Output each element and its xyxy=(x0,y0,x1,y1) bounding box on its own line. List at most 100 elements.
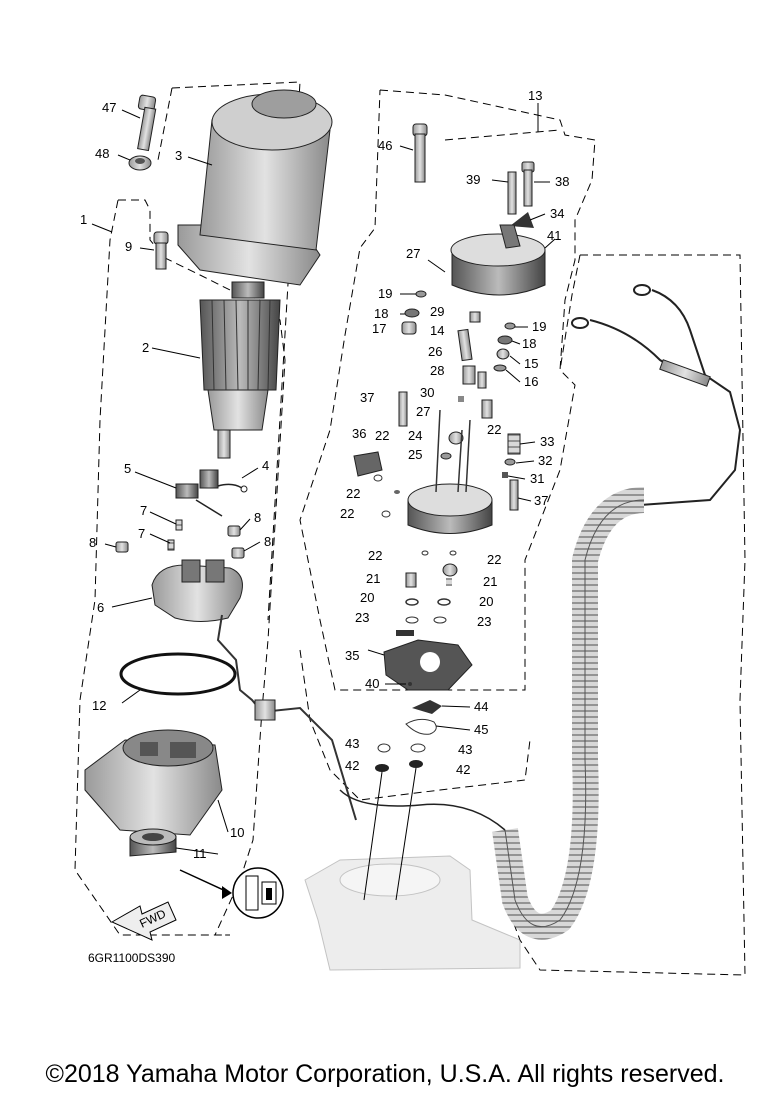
callout-25: 25 xyxy=(408,447,422,462)
callout-9: 9 xyxy=(125,239,132,254)
ball-40 xyxy=(408,682,412,686)
plate-45 xyxy=(405,718,437,735)
callout-12: 12 xyxy=(92,698,106,713)
callout-45: 45 xyxy=(474,722,488,737)
callout-27a: 27 xyxy=(406,246,420,261)
callout-40: 40 xyxy=(365,676,379,691)
motor-housing-3 xyxy=(177,89,333,286)
brush-holder-6 xyxy=(151,559,357,821)
callout-22e: 22 xyxy=(368,548,382,563)
callout-43b: 43 xyxy=(458,742,472,757)
callout-3: 3 xyxy=(175,148,182,163)
callout-22c: 22 xyxy=(346,486,360,501)
callout-44: 44 xyxy=(474,699,488,714)
armature-2 xyxy=(199,281,281,459)
seal-44 xyxy=(412,700,442,714)
callout-42a: 42 xyxy=(345,758,359,773)
callout-24: 24 xyxy=(408,428,422,443)
callout-34: 34 xyxy=(550,206,564,221)
guide-lines xyxy=(363,767,417,901)
assembly-outline-harness xyxy=(504,254,746,976)
callout-38: 38 xyxy=(555,174,569,189)
wire-harness xyxy=(339,284,742,940)
callout-6: 6 xyxy=(97,600,104,615)
callout-15: 15 xyxy=(524,356,538,371)
callout-21a: 21 xyxy=(366,571,380,586)
screws-8 xyxy=(115,525,245,559)
callout-22b: 22 xyxy=(487,422,501,437)
callout-33: 33 xyxy=(540,434,554,449)
callout-8b: 8 xyxy=(89,535,96,550)
callout-7b: 7 xyxy=(138,526,145,541)
callout-20b: 20 xyxy=(479,594,493,609)
callout-31: 31 xyxy=(530,471,544,486)
bushing-11 xyxy=(129,828,177,857)
assembly-outline-pump xyxy=(299,89,596,801)
callout-36: 36 xyxy=(352,426,366,441)
callout-22a: 22 xyxy=(375,428,389,443)
callout-1: 1 xyxy=(80,212,87,227)
callout-30: 30 xyxy=(420,385,434,400)
drawing-code: 6GR1100DS390 xyxy=(88,951,175,965)
callout-10: 10 xyxy=(230,825,244,840)
grease-icon xyxy=(179,867,284,919)
o-ring-12 xyxy=(119,652,237,696)
callout-48: 48 xyxy=(95,146,109,161)
callout-35: 35 xyxy=(345,648,359,663)
callout-46: 46 xyxy=(378,138,392,153)
washer-48 xyxy=(128,155,152,171)
callout-23b: 23 xyxy=(477,614,491,629)
forward-arrow-icon: FWD xyxy=(110,901,177,941)
callout-43a: 43 xyxy=(345,736,359,751)
callout-19a: 19 xyxy=(378,286,392,301)
callout-21b: 21 xyxy=(483,574,497,589)
callout-19b: 19 xyxy=(532,319,546,334)
callout-39: 39 xyxy=(466,172,480,187)
callout-32: 32 xyxy=(538,453,552,468)
callout-37a: 37 xyxy=(360,390,374,405)
bolts-38-39 xyxy=(507,161,535,215)
callout-27b: 27 xyxy=(416,404,430,419)
callout-8a: 8 xyxy=(254,510,261,525)
callout-29: 29 xyxy=(430,304,444,319)
callout-4: 4 xyxy=(262,458,269,473)
callout-14: 14 xyxy=(430,323,444,338)
gasket-35 xyxy=(383,630,473,691)
callout-41: 41 xyxy=(547,228,561,243)
callout-18b: 18 xyxy=(522,336,536,351)
callout-8c: 8 xyxy=(264,534,271,549)
valve-small-parts xyxy=(405,550,458,624)
callout-22f: 22 xyxy=(487,552,501,567)
pump-small-parts xyxy=(353,290,521,511)
callout-37b: 37 xyxy=(534,493,548,508)
callout-20a: 20 xyxy=(360,590,374,605)
reservoir-13 xyxy=(450,224,546,296)
callout-11: 11 xyxy=(193,846,207,861)
callout-7a: 7 xyxy=(140,503,147,518)
copyright-notice: ©2018 Yamaha Motor Corporation, U.S.A. A… xyxy=(45,1060,725,1088)
bolt-46 xyxy=(412,123,428,183)
leader-lines xyxy=(91,103,556,855)
callout-47: 47 xyxy=(102,100,116,115)
bolt-47 xyxy=(137,94,157,152)
plate-34 xyxy=(510,212,534,228)
callout-28: 28 xyxy=(430,363,444,378)
pump-base xyxy=(304,855,521,971)
callout-5: 5 xyxy=(124,461,131,476)
callout-22d: 22 xyxy=(340,506,354,521)
callout-42b: 42 xyxy=(456,762,470,777)
callout-23a: 23 xyxy=(355,610,369,625)
callout-13: 13 xyxy=(528,88,542,103)
callout-26: 26 xyxy=(428,344,442,359)
callout-18a: 18 xyxy=(374,306,388,321)
brush-assembly-5 xyxy=(175,469,248,517)
springs-7 xyxy=(167,519,183,551)
callout-2: 2 xyxy=(142,340,149,355)
callout-16: 16 xyxy=(524,374,538,389)
callout-17: 17 xyxy=(372,321,386,336)
callout-labels: 47 48 3 1 9 2 5 4 7 7 8 8 8 6 12 10 11 1… xyxy=(80,88,569,861)
valve-body xyxy=(373,409,493,534)
end-cap-10 xyxy=(84,729,223,836)
seals-42-43 xyxy=(375,743,426,772)
